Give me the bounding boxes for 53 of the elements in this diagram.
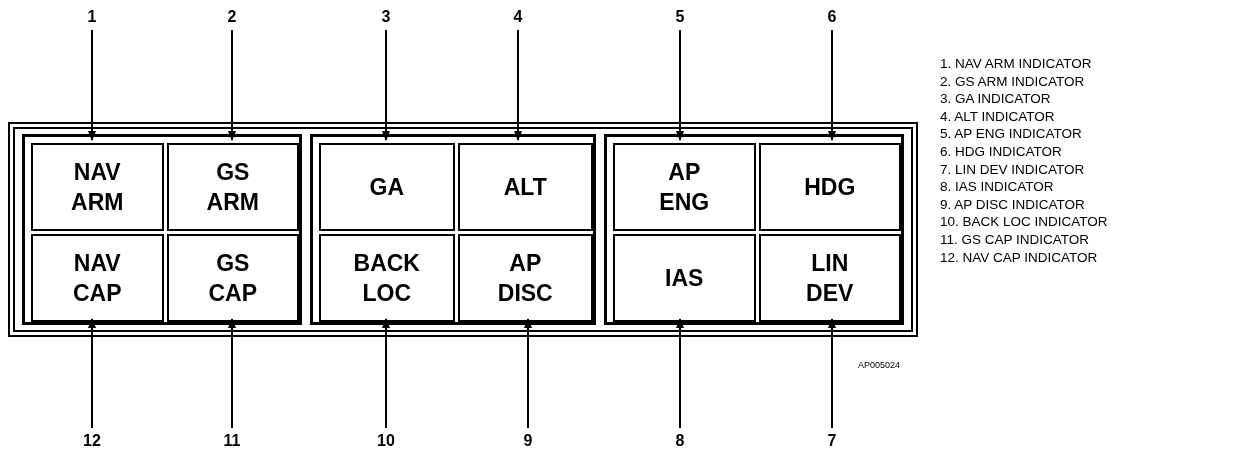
callout-key-text: 6. HDG INDICATOR xyxy=(940,144,1062,159)
indicator-group-panel xyxy=(310,134,596,325)
indicator-lamp: HDG xyxy=(758,143,901,231)
leader-line xyxy=(514,29,522,141)
callout-number: 10 xyxy=(366,430,406,452)
callout-number: 8 xyxy=(660,430,700,452)
leader-line xyxy=(382,29,390,141)
callout-key-text: 11. GS CAP INDICATOR xyxy=(940,232,1090,247)
leader-line xyxy=(88,318,96,429)
indicator-lamp: IAS xyxy=(613,234,756,322)
callout-number: 3 xyxy=(366,6,406,28)
indicator-lamp: GS CAP xyxy=(166,234,299,322)
callout-key-text: 12. NAV CAP INDICATOR xyxy=(940,249,1098,265)
callout-key-text: 5. AP ENG INDICATOR xyxy=(940,126,1082,142)
callout-key-text: 7. LIN DEV INDICATOR xyxy=(940,161,1085,177)
callout-number: 2 xyxy=(212,6,252,28)
indicator-lamp: NAV ARM xyxy=(31,143,164,231)
indicator-lamp: NAV CAP xyxy=(31,234,164,322)
callout-number: 5 xyxy=(660,6,700,28)
leader-line xyxy=(228,29,236,141)
indicator-lamp: BACK LOC xyxy=(319,234,455,322)
indicator-lamp: AP DISC xyxy=(457,234,593,322)
indicator-group-panel xyxy=(22,134,302,325)
callout-number: 9 xyxy=(508,430,548,452)
callout-key-text: 1. NAV ARM INDICATOR xyxy=(940,56,1092,71)
callout-key-text: 10. BACK LOC INDICATOR xyxy=(940,214,1108,230)
leader-line xyxy=(676,318,684,429)
leader-line xyxy=(676,29,684,141)
callout-number: 7 xyxy=(812,430,852,452)
callout-number: 12 xyxy=(72,430,112,452)
callout-number: 11 xyxy=(212,430,252,452)
leader-line xyxy=(228,318,236,429)
callout-number: 1 xyxy=(72,6,112,28)
leader-line xyxy=(382,318,390,429)
callout-number: 6 xyxy=(812,6,852,28)
drawing-number: AP005024 xyxy=(858,360,901,370)
indicator-lamp: GA xyxy=(319,143,455,231)
indicator-lamp: AP ENG xyxy=(613,143,756,231)
callout-key-text: 3. GA INDICATOR xyxy=(940,91,1051,107)
indicator-group-panel xyxy=(604,134,904,325)
callout-key-text: 8. IAS INDICATOR xyxy=(940,179,1054,195)
leader-line xyxy=(828,318,836,429)
callout-key-text: 2. GS ARM INDICATOR xyxy=(940,73,1085,89)
indicator-lamp: LIN DEV xyxy=(758,234,901,322)
indicator-lamp: GS ARM xyxy=(166,143,299,231)
callout-key-text: 4. ALT INDICATOR xyxy=(940,108,1055,124)
callout-key-text: 9. AP DISC INDICATOR xyxy=(940,196,1085,212)
leader-line xyxy=(828,29,836,141)
leader-line xyxy=(88,29,96,141)
indicator-lamp: ALT xyxy=(457,143,593,231)
callout-number: 4 xyxy=(498,6,538,28)
leader-line xyxy=(524,318,532,429)
panel-frame xyxy=(8,122,918,337)
